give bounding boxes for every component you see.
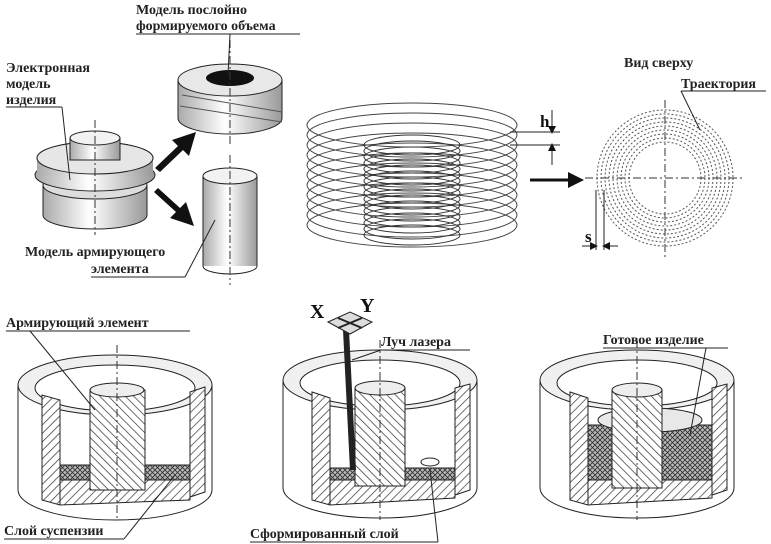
laser-beam-leader: [351, 349, 382, 361]
inner-layer-ring: [363, 146, 461, 168]
top-view: [585, 100, 745, 258]
layer-model-label-1: Модель послойно: [136, 3, 247, 18]
x-axis-label: X: [310, 301, 325, 323]
h-dimension: h: [510, 110, 560, 165]
inner-layer-ring: [363, 140, 461, 162]
electronic-model-leader: [61, 106, 71, 181]
inner-layer-ring: [363, 218, 461, 240]
laser-beam-shape: [343, 330, 356, 470]
spiral-layers: [306, 102, 518, 248]
electronic-model-label-2: модель: [6, 77, 51, 92]
reinforcing-model-label-1: Модель армирующего: [25, 245, 165, 260]
xy-scanner-icon: [326, 311, 374, 335]
reinforcing-element-leader: [29, 330, 96, 411]
s-dimension: s: [582, 190, 618, 250]
top-view-label: Вид сверху: [624, 56, 693, 71]
inner-layer-ring: [363, 182, 461, 204]
electronic-model-group: Электронная модель изделия: [6, 61, 156, 235]
stage-finished: [539, 340, 735, 520]
layer-model-leader: [227, 33, 231, 76]
outer-layer-ring: [306, 122, 518, 168]
outer-layer-ring: [306, 182, 518, 228]
to-top-view-arrow: [530, 172, 584, 188]
outer-layer-ring: [306, 112, 518, 158]
inner-layer-ring: [363, 164, 461, 186]
formed-layer-leader: [429, 469, 439, 543]
layer-model-shape: [177, 40, 283, 145]
suspension-layer-label: Слой суспензии: [4, 524, 103, 539]
outer-layer-ring: [306, 152, 518, 198]
reinforcing-element-shape: [202, 155, 258, 285]
inner-layer-ring: [363, 158, 461, 180]
outer-layer-ring: [306, 192, 518, 238]
suspension-layer-leader: [123, 474, 176, 540]
finished-product-label: Готовое изделие: [603, 333, 704, 348]
inner-layer-ring: [363, 188, 461, 210]
split-arrows: [154, 132, 196, 226]
s-label: s: [585, 227, 592, 246]
outer-layer-ring: [306, 142, 518, 188]
trajectory-label: Траектория: [681, 77, 756, 92]
finished-product-leader: [689, 347, 707, 436]
h-label: h: [540, 112, 550, 131]
inner-layer-ring: [363, 200, 461, 222]
y-axis-label: Y: [360, 295, 375, 317]
layer-model-label-2: формируемого объема: [136, 19, 276, 34]
inner-layer-ring: [363, 206, 461, 228]
electronic-model-label-1: Электронная: [6, 61, 90, 76]
arrow-down-right: [154, 188, 194, 226]
laser-beam-label: Луч лазера: [381, 335, 451, 350]
stage-suspension: [17, 345, 213, 521]
reinforcing-model-leader: [184, 219, 216, 278]
formed-layer-label: Сформированный слой: [250, 527, 399, 542]
inner-layer-ring: [363, 170, 461, 192]
outer-layer-ring: [306, 102, 518, 148]
inner-layer-ring: [363, 194, 461, 216]
reinforcing-model-label-2: элемента: [91, 262, 149, 277]
reinforcing-element-label: Армирующий элемент: [6, 316, 149, 331]
inner-layer-ring: [363, 224, 461, 246]
inner-layer-ring: [363, 152, 461, 174]
stage-laser: [282, 311, 478, 520]
arrow-up-right: [155, 132, 196, 172]
electronic-model-label-3: изделия: [6, 93, 57, 108]
inner-layer-ring: [363, 134, 461, 156]
inner-layer-ring: [363, 176, 461, 198]
trajectory-leader: [680, 90, 701, 131]
inner-layer-ring: [363, 212, 461, 234]
electronic-model-shape: [34, 120, 156, 235]
